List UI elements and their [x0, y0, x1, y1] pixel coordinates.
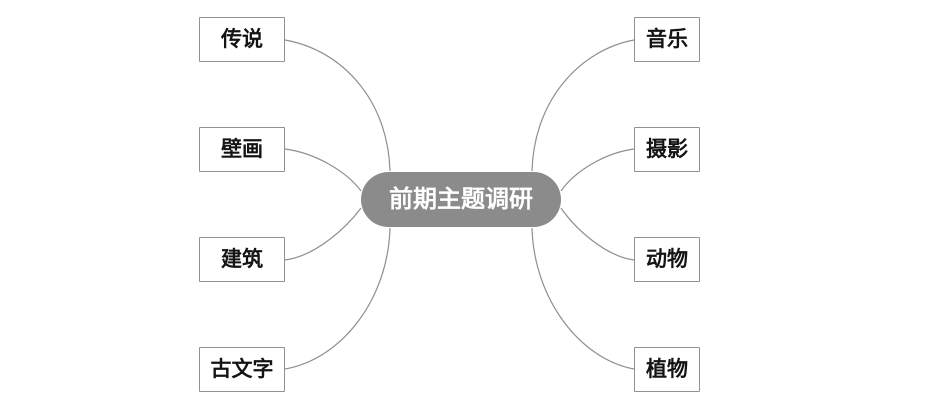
connector-root-to-plants: [531, 227, 635, 370]
topic-label-architecture: 建筑: [221, 248, 263, 271]
connector-root-to-architecture: [284, 207, 362, 261]
topic-node-plants[interactable]: 植物: [634, 347, 700, 392]
topic-label-music: 音乐: [646, 28, 688, 51]
connector-root-to-ancient-script: [284, 227, 391, 370]
topic-node-animals[interactable]: 动物: [634, 237, 700, 282]
connector-root-to-photography: [560, 148, 635, 192]
topic-node-architecture[interactable]: 建筑: [199, 237, 285, 282]
topic-label-animals: 动物: [646, 248, 688, 271]
topic-node-legend[interactable]: 传说: [199, 17, 285, 62]
topic-label-photography: 摄影: [646, 138, 688, 161]
topic-node-ancient-script[interactable]: 古文字: [199, 347, 285, 392]
topic-node-music[interactable]: 音乐: [634, 17, 700, 62]
topic-label-ancient-script: 古文字: [210, 358, 274, 381]
topic-label-mural: 壁画: [221, 138, 263, 161]
topic-label-legend: 传说: [221, 28, 263, 51]
topic-label-plants: 植物: [646, 358, 688, 381]
connector-root-to-animals: [560, 207, 635, 261]
connector-root-to-music: [531, 39, 635, 172]
connector-root-to-legend: [284, 39, 391, 172]
connector-root-to-mural: [284, 148, 362, 192]
topic-node-mural[interactable]: 壁画: [199, 127, 285, 172]
root-topic-label: 前期主题调研: [389, 185, 533, 213]
topic-node-photography[interactable]: 摄影: [634, 127, 700, 172]
root-topic-node[interactable]: 前期主题调研: [361, 172, 561, 227]
